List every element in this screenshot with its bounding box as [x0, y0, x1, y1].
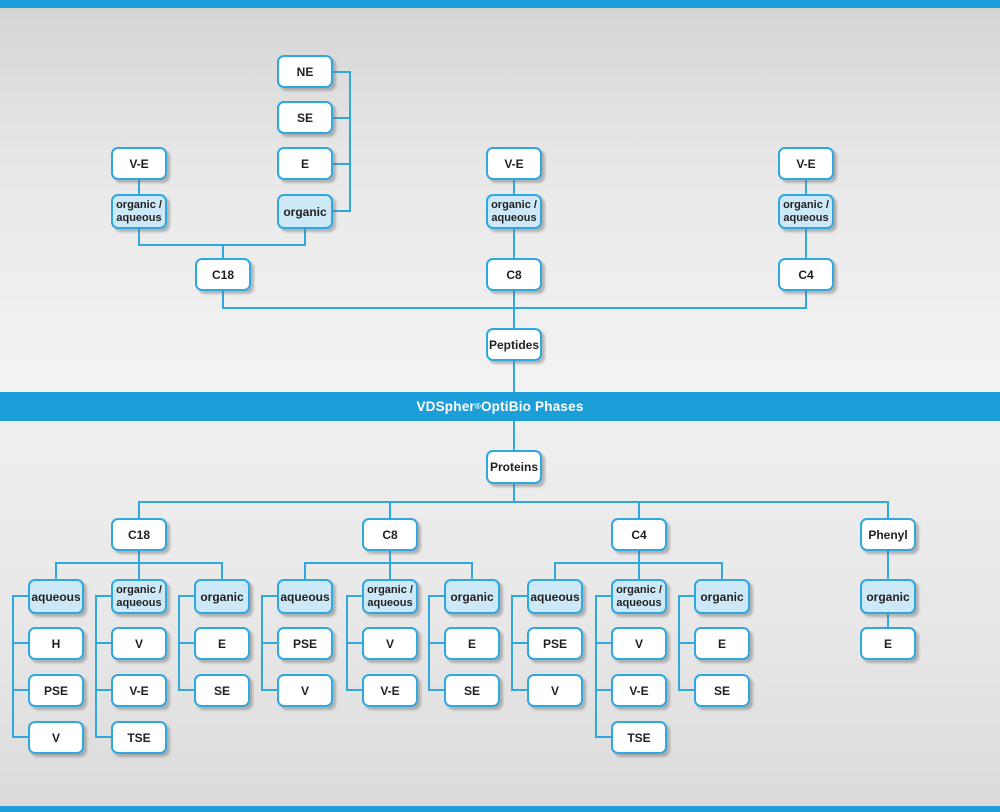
connector-top-level-to-peptides	[222, 291, 807, 328]
node-c4-organic: organic	[694, 579, 750, 614]
node-top-ne: NE	[277, 55, 333, 88]
connector-top-c18-junction	[138, 228, 306, 258]
node-top-c18-orgaq: organic / aqueous	[111, 194, 167, 229]
connector-c18-orgaq-leaves	[95, 595, 111, 738]
node-top-c4: C4	[778, 258, 834, 291]
node-top-c4-ve: V-E	[778, 147, 834, 180]
node-proteins: Proteins	[486, 450, 542, 484]
leaf-c18-organic-e: E	[194, 627, 250, 660]
leaf-c8-orgaq-ve: V-E	[362, 674, 418, 707]
connector-c8-groups	[304, 551, 473, 579]
leaf-c8-organic-e: E	[444, 627, 500, 660]
node-top-c8: C8	[486, 258, 542, 291]
node-top-c18-ve: V-E	[111, 147, 167, 180]
leaf-c4-aqueous-v: V	[527, 674, 583, 707]
connector-c4-organic-leaves	[678, 595, 694, 691]
top-edge-bar	[0, 0, 1000, 8]
node-c8-orgaq: organic / aqueous	[362, 579, 418, 614]
connector-c4-groups	[554, 551, 723, 579]
node-top-c18: C18	[195, 258, 251, 291]
connector-c18-groups	[55, 551, 223, 579]
node-top-c18-organic: organic	[277, 194, 333, 229]
leaf-c4-orgaq-ve: V-E	[611, 674, 667, 707]
bottom-edge-bar	[0, 806, 1000, 812]
node-c8-organic: organic	[444, 579, 500, 614]
node-peptides: Peptides	[486, 328, 542, 361]
node-c8-aqueous: aqueous	[277, 579, 333, 614]
connector-top-organic-spine	[333, 71, 351, 212]
leaf-c4-orgaq-v: V	[611, 627, 667, 660]
node-c4-aqueous: aqueous	[527, 579, 583, 614]
leaf-c4-aqueous-pse: PSE	[527, 627, 583, 660]
node-top-c4-orgaq: organic / aqueous	[778, 194, 834, 229]
node-top-c8-ve: V-E	[486, 147, 542, 180]
leaf-c8-organic-se: SE	[444, 674, 500, 707]
leaf-c8-orgaq-v: V	[362, 627, 418, 660]
connector-c18-organic-leaves	[178, 595, 194, 691]
leaf-c18-organic-se: SE	[194, 674, 250, 707]
leaf-c4-organic-e: E	[694, 627, 750, 660]
node-top-c8-orgaq: organic / aqueous	[486, 194, 542, 229]
connector-c4-aqueous-leaves	[511, 595, 527, 691]
node-phenyl-organic: organic	[860, 579, 916, 614]
connector-c8-organic-leaves	[428, 595, 444, 691]
node-c18-aqueous: aqueous	[28, 579, 84, 614]
connector-c8-aqueous-leaves	[261, 595, 277, 691]
connector-c4-orgaq-leaves	[595, 595, 611, 738]
node-phenyl: Phenyl	[860, 518, 916, 551]
leaf-phenyl-organic-e: E	[860, 627, 916, 660]
leaf-c18-orgaq-ve: V-E	[111, 674, 167, 707]
node-c18-organic: organic	[194, 579, 250, 614]
leaf-c18-aqueous-v: V	[28, 721, 84, 754]
node-c4-orgaq: organic / aqueous	[611, 579, 667, 614]
node-top-se: SE	[277, 101, 333, 134]
node-c18-orgaq: organic / aqueous	[111, 579, 167, 614]
leaf-c8-aqueous-pse: PSE	[277, 627, 333, 660]
node-c4: C4	[611, 518, 667, 551]
leaf-c4-organic-se: SE	[694, 674, 750, 707]
connector-c8-orgaq-leaves	[346, 595, 362, 691]
leaf-c8-aqueous-v: V	[277, 674, 333, 707]
node-top-e: E	[277, 147, 333, 180]
node-c8: C8	[362, 518, 418, 551]
node-c18: C18	[111, 518, 167, 551]
banner-brand: VDSpher	[416, 399, 475, 414]
leaf-c18-aqueous-pse: PSE	[28, 674, 84, 707]
leaf-c18-orgaq-v: V	[111, 627, 167, 660]
banner-rest: OptiBio Phases	[480, 399, 584, 414]
leaf-c18-orgaq-tse: TSE	[111, 721, 167, 754]
leaf-c4-orgaq-tse: TSE	[611, 721, 667, 754]
title-banner: VDSpher® OptiBio Phases	[0, 392, 1000, 421]
connector-c18-aqueous-leaves	[12, 595, 28, 738]
connector-proteins-level	[138, 501, 889, 518]
leaf-c18-aqueous-h: H	[28, 627, 84, 660]
